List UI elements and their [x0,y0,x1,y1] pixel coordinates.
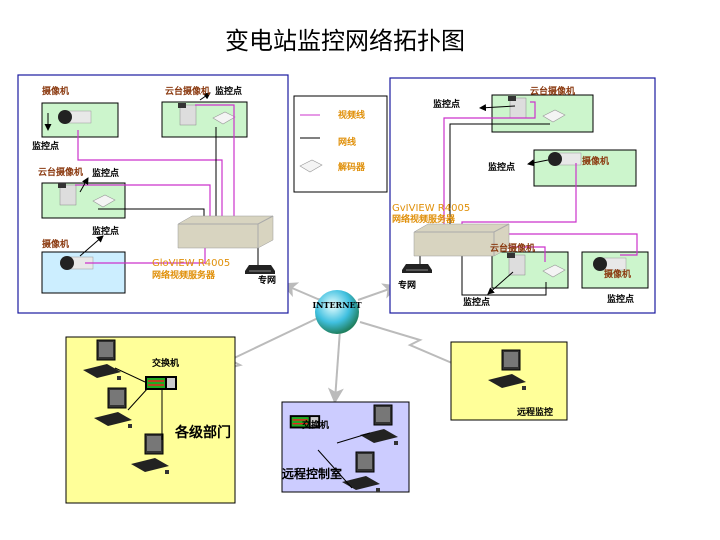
camera-label: 摄像机 [42,85,69,97]
ptz-camera-label: 云台摄像机 [530,85,575,97]
remote-monitor-label: 远程监控 [517,406,553,418]
legend-video-line: 视频线 [338,109,365,121]
monitor-point-label: 监控点 [607,293,634,305]
server-model-label: GvIVIEW R4005 [392,203,470,214]
router-icon [401,263,433,274]
ptz-camera-label: 云台摄像机 [38,166,83,178]
internet-label: INTERNET [312,300,361,310]
camera-label: 摄像机 [582,155,609,167]
remote-monitoring-site: 远程监控 [450,341,568,421]
monitor-point-label: 监控点 [215,85,242,97]
left-site: 摄像机 监控点 云台摄像机 监控点 云台摄像机 监控点 摄像机 监控点 GloV… [17,74,289,314]
monitor-point-label: 监控点 [92,167,119,179]
monitor-point-label: 监控点 [488,161,515,173]
right-site: 云台摄像机 监控点 摄像机 监控点 GvIVIEW R4005 网络视频服务器 … [389,77,656,314]
monitor-point-label: 监控点 [32,140,59,152]
server-name-label: 网络视频服务器 [392,213,456,225]
private-net-label: 专网 [398,279,416,291]
switch-label: 交换机 [152,357,179,369]
departments-label: 各级部门 [174,424,231,441]
camera-label: 摄像机 [604,268,631,280]
switch-icon [144,375,178,391]
server-model-label: GloVIEW R4005 [152,258,230,269]
internet-globe: INTERNET [312,290,362,334]
remote-control-room: 交换机 远程控制室 [281,401,410,493]
ptz-camera-icon [506,252,526,276]
ptz-camera-icon [57,182,77,206]
monitor-point-label: 监控点 [463,296,490,308]
diagram-title: 变电站监控网络拓扑图 [225,27,465,55]
legend: 视频线 网线 解码器 [293,95,388,193]
video-server-icon [177,215,274,249]
ptz-camera-label: 云台摄像机 [490,242,535,254]
router-icon [244,264,276,275]
server-name-label: 网络视频服务器 [152,269,216,281]
camera-label: 摄像机 [42,238,69,250]
monitor-point-label: 监控点 [433,98,460,110]
monitor-point-label: 监控点 [92,225,119,237]
switch-label: 交换机 [302,419,329,431]
ptz-camera-icon [177,102,197,126]
ptz-camera-icon [507,95,527,119]
remote-room-label: 远程控制室 [282,466,342,481]
camera-icon [57,109,92,125]
camera-icon [592,256,627,272]
departments-site: 交换机 各级部门 [65,336,236,504]
private-net-label: 专网 [258,274,276,286]
legend-decoder: 解码器 [338,161,366,173]
legend-net-line: 网线 [338,136,356,148]
ptz-camera-label: 云台摄像机 [165,85,210,97]
